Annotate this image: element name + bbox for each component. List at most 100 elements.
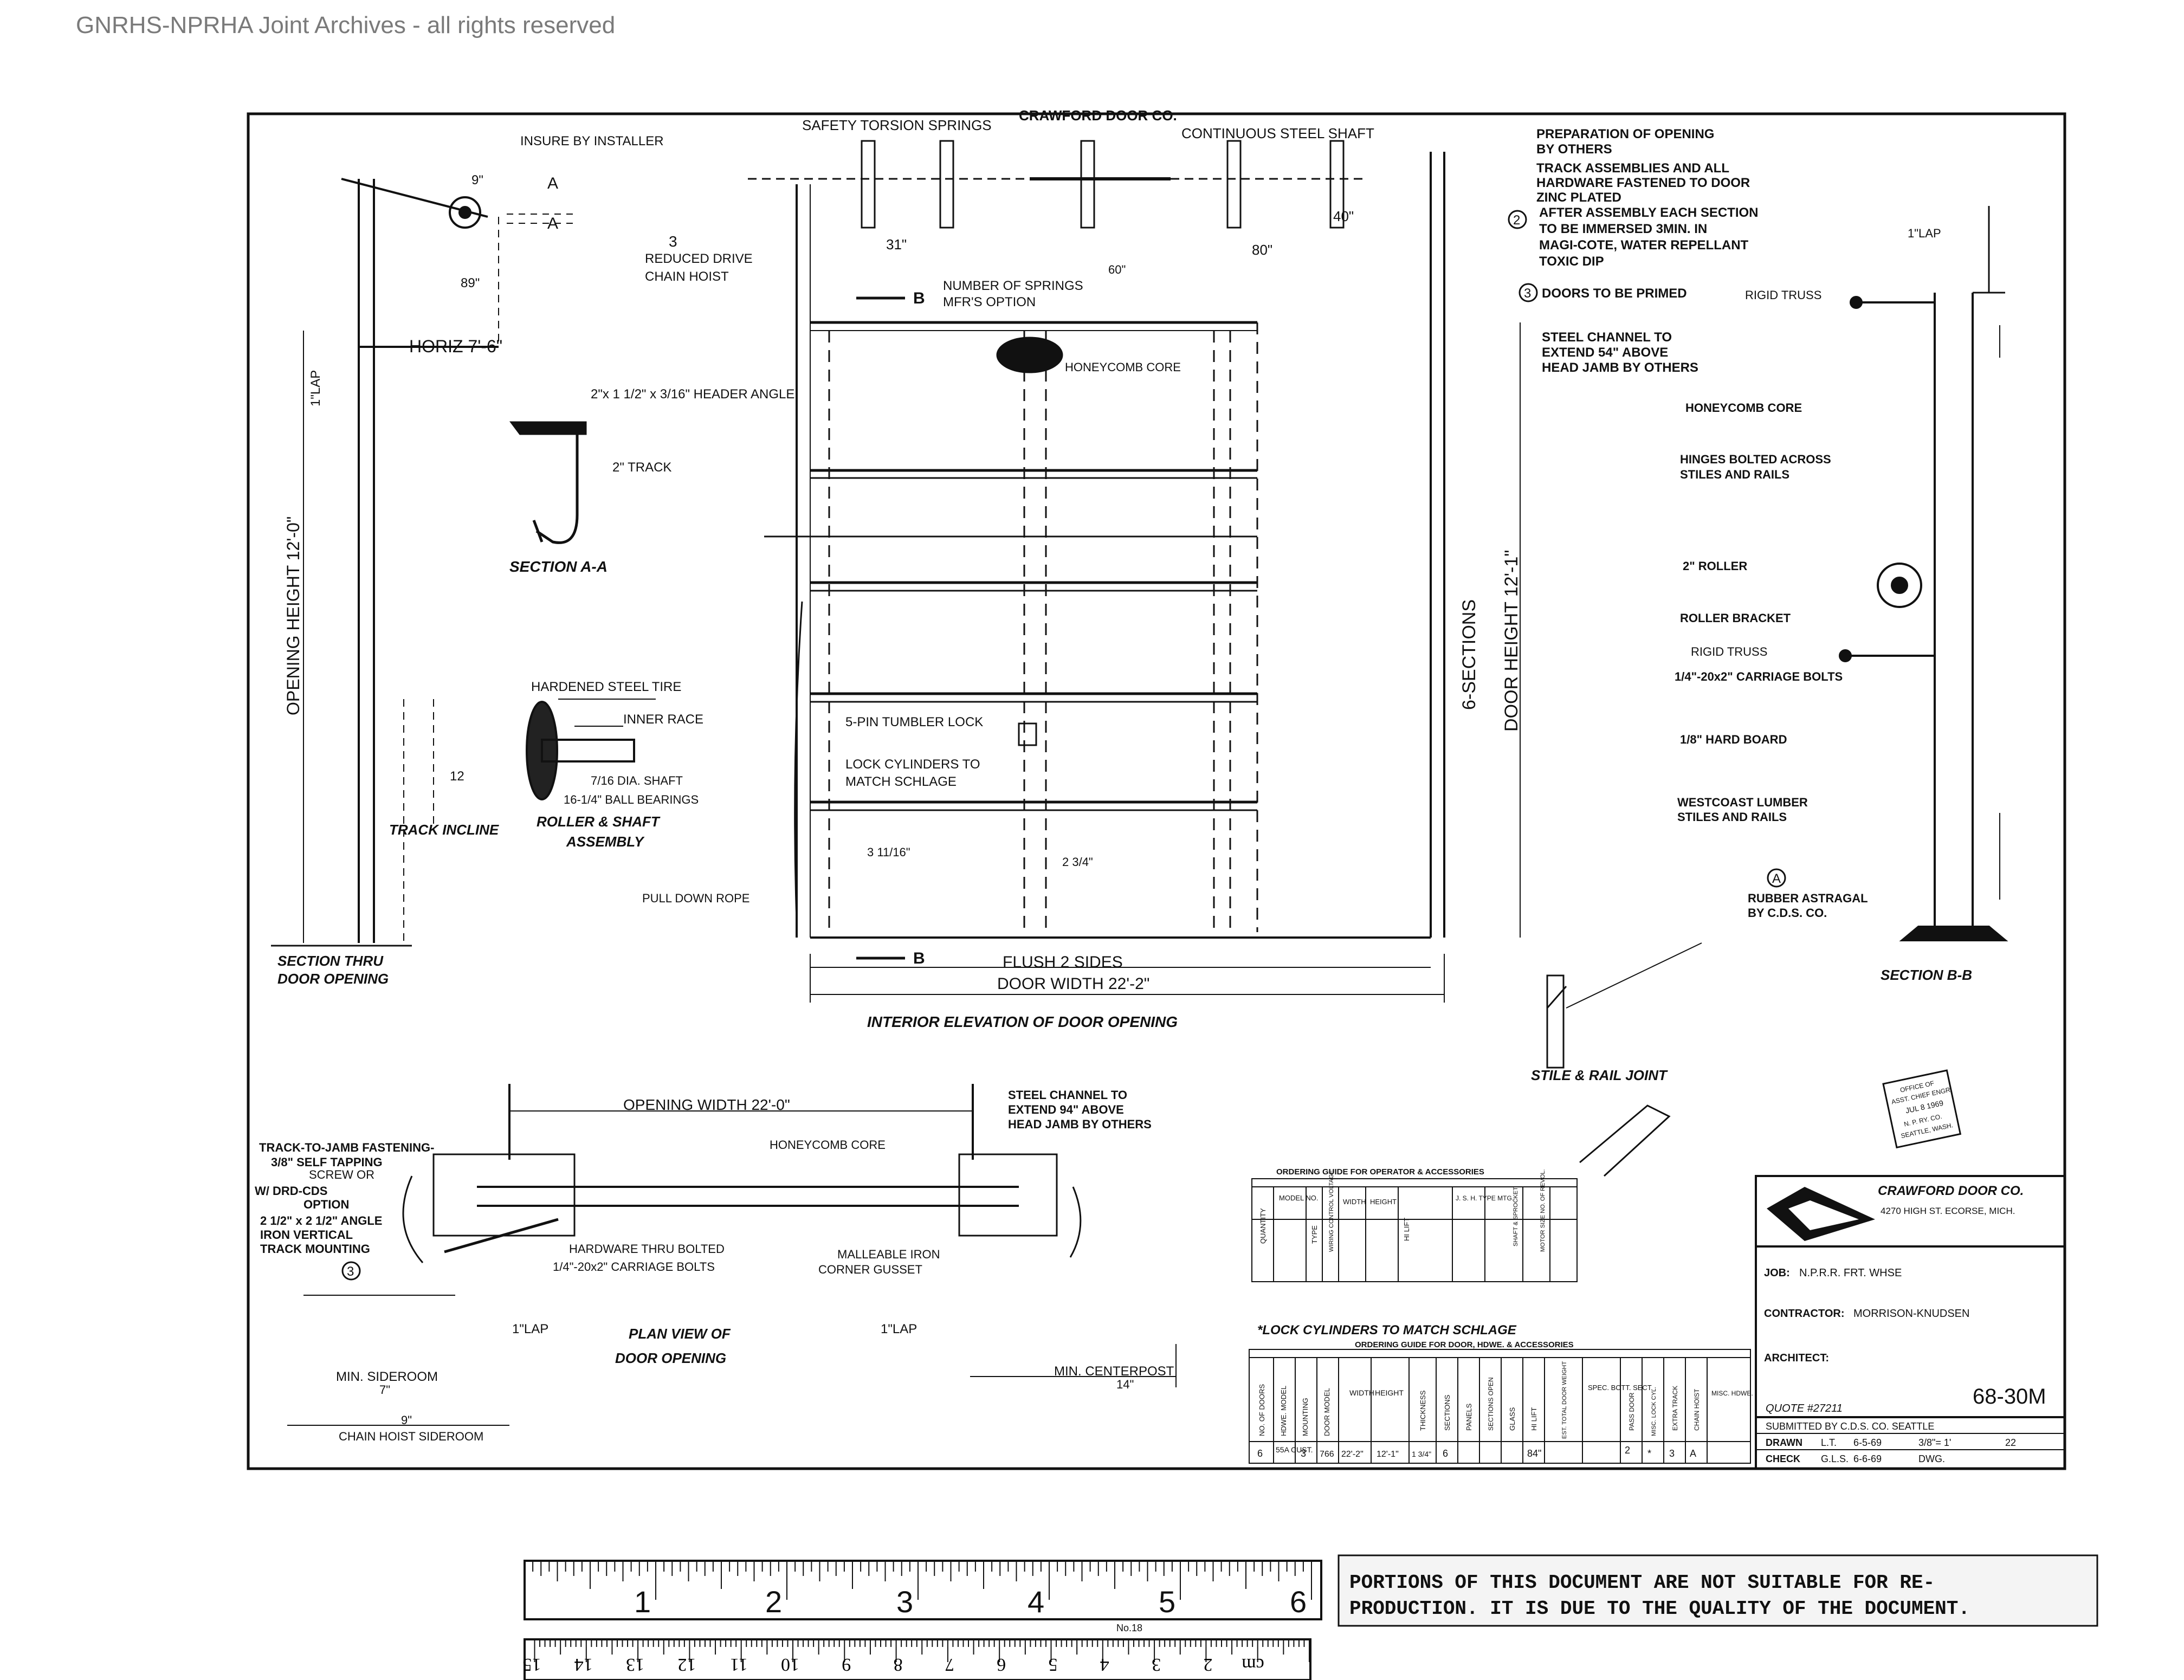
ruler-inch-1: 1 [634, 1585, 651, 1619]
safety-springs-label: SAFETY TORSION SPRINGS [802, 117, 992, 133]
inch-ticks [524, 1562, 1312, 1600]
rigid-truss-label: RIGID TRUSS [1691, 645, 1767, 658]
interior-elevation [748, 140, 1521, 1003]
bb-honeycomb-label: HONEYCOMB CORE [1685, 401, 1802, 415]
steel-channel-2: EXTEND 54" ABOVE [1542, 345, 1668, 360]
note-2-line-4: TOXIC DIP [1539, 254, 1604, 269]
mfrs-option-label: MFR'S OPTION [943, 295, 1036, 309]
reproduction-notice-1: PORTIONS OF THIS DOCUMENT ARE NOT SUITAB… [1349, 1572, 1935, 1594]
door-guide-title: ORDERING GUIDE FOR DOOR, HDWE. & ACCESSO… [1355, 1340, 1574, 1349]
dim-2-3-4: 2 3/4" [1062, 855, 1093, 869]
archive-watermark: GNRHS-NPRHA Joint Archives - all rights … [76, 12, 616, 38]
dg-col-7: SECTIONS [1443, 1394, 1451, 1431]
section-thru-label-1: SECTION THRU [277, 953, 384, 969]
opening-width-label: OPENING WIDTH 22'-0" [623, 1096, 790, 1113]
lumber-label-1: WESTCOAST LUMBER [1677, 796, 1808, 809]
malleable-label-1: MALLEABLE IRON [837, 1248, 940, 1261]
note-track-1: TRACK ASSEMBLIES AND ALL [1536, 161, 1729, 176]
dg-col-4: WIDTH [1349, 1388, 1374, 1397]
op-col-jsh: J. S. H. TYPE MTG. [1456, 1194, 1514, 1202]
note-3-text: DOORS TO BE PRIMED [1542, 286, 1687, 301]
inner-race-label: INNER RACE [623, 712, 703, 727]
chain-hoist-label: CHAIN HOIST [645, 269, 729, 284]
hinges-label-1: HINGES BOLTED ACROSS [1680, 453, 1831, 466]
right-jamb-box [958, 1153, 1058, 1237]
dg-col-8: PANELS [1465, 1403, 1473, 1431]
ruler-cm-label: 7 [945, 1655, 954, 1675]
section-bb-detail [1839, 206, 2008, 941]
ruler-cm-label: 3 [1152, 1655, 1161, 1675]
carriage-bolts-label: 1/4"-20x2" CARRIAGE BOLTS [1675, 670, 1843, 683]
lock-cylinders-label-1: LOCK CYLINDERS TO [845, 757, 980, 772]
malleable-label-2: CORNER GUSSET [818, 1263, 922, 1276]
track-jamb-1: TRACK-TO-JAMB FASTENING- [259, 1141, 434, 1154]
ruler-cm-label: cm [1242, 1655, 1264, 1675]
installer-note: INSURE BY INSTALLER [520, 134, 664, 148]
sheet-border [247, 112, 2066, 1470]
op-col-hilift: HI LIFT [1403, 1218, 1411, 1241]
dg-col-12: EST. TOTAL DOOR WEIGHT [1561, 1361, 1568, 1439]
plan-label-2: DOOR OPENING [615, 1350, 726, 1366]
pull-rope [794, 601, 803, 922]
plan-mark-3: 3 [347, 1264, 354, 1279]
lock-note: *LOCK CYLINDERS TO MATCH SCHLAGE [1257, 1323, 1517, 1337]
bb-roller-label: 2" ROLLER [1683, 559, 1747, 573]
dim-31: 31" [886, 236, 907, 253]
dg-col-6: THICKNESS [1419, 1390, 1427, 1431]
note-prep-1: PREPARATION OF OPENING [1536, 127, 1714, 141]
left-arc [402, 1175, 424, 1263]
tb-company: CRAWFORD DOOR CO. [1878, 1184, 2024, 1198]
ruler-inch-4: 4 [1028, 1585, 1044, 1619]
note-3-mark: 3 [1524, 286, 1531, 301]
op-col-wiring: WIRING CONTROL VOLTAGE [1328, 1170, 1335, 1252]
min-sideroom: MIN. SIDEROOM [336, 1369, 438, 1384]
plan-steel-channel-2: EXTEND 94" ABOVE [1008, 1103, 1124, 1116]
operator-guide-title: ORDERING GUIDE FOR OPERATOR & ACCESSORIE… [1276, 1167, 1484, 1177]
section-aa-detail [509, 421, 587, 544]
note-2-line-2: TO BE IMMERSED 3MIN. IN [1539, 222, 1707, 236]
company-banner: CRAWFORD DOOR CO. [1019, 107, 1177, 124]
left-jamb-box [432, 1153, 576, 1237]
cut-b-top-label: B [913, 289, 925, 307]
rigid-truss-top-label: RIGID TRUSS [1745, 288, 1821, 302]
section-bb-label: SECTION B-B [1881, 967, 1972, 983]
dim-89: 89" [461, 276, 480, 290]
honeycomb-label: HONEYCOMB CORE [1065, 360, 1181, 374]
rail-piece [1579, 1104, 1671, 1177]
dia-shaft-label: 7/16 DIA. SHAFT [591, 774, 683, 787]
ruler-inch-6: 6 [1290, 1585, 1307, 1619]
header-angle [509, 421, 587, 435]
operator-guide-table [1251, 1178, 1578, 1282]
dim-3-11: 3 11/16" [867, 845, 910, 859]
min-centerpost-dim: 14" [1116, 1378, 1134, 1391]
note-2-line-1: AFTER ASSEMBLY EACH SECTION [1539, 205, 1759, 220]
bb-roller [1877, 563, 1922, 608]
cm-ticks [534, 1640, 1310, 1662]
plan-label-1: PLAN VIEW OF [629, 1326, 731, 1342]
spring-5 [1329, 140, 1345, 229]
lock-cylinders-label-2: MATCH SCHLAGE [845, 774, 957, 789]
title-block [1755, 1175, 2066, 1470]
bb-lap-label: 1"LAP [1908, 227, 1941, 240]
spring-1 [861, 140, 876, 229]
ruler-cm-label: 6 [997, 1655, 1006, 1675]
tb-job-label: JOB: [1764, 1267, 1790, 1279]
hardware-label-1: HARDWARE THRU BOLTED [569, 1242, 725, 1256]
ruler-inch-5: 5 [1159, 1585, 1175, 1619]
tb-submitted: SUBMITTED BY C.D.S. CO. SEATTLE [1766, 1421, 1934, 1432]
tb-contractor-value: MORRISON-KNUDSEN [1853, 1308, 1969, 1320]
header-pulley [449, 196, 481, 229]
dg-col-16: EXTRA TRACK [1671, 1386, 1679, 1431]
track-jamb-2: 3/8" SELF TAPPING [271, 1155, 383, 1169]
tb-check-by: G.L.S. [1821, 1453, 1849, 1464]
dg-row-15: 3 [1669, 1448, 1675, 1459]
section-thru-label-2: DOOR OPENING [277, 971, 389, 987]
track-label: 2" TRACK [612, 460, 671, 475]
roller-shaft [541, 739, 635, 763]
plan-honeycomb: HONEYCOMB CORE [770, 1138, 886, 1152]
dg-row-14: * [1647, 1448, 1651, 1459]
tb-contractor-label: CONTRACTOR: [1764, 1308, 1845, 1320]
tb-address: 4270 HIGH ST. ECORSE, MICH. [1881, 1206, 2015, 1216]
